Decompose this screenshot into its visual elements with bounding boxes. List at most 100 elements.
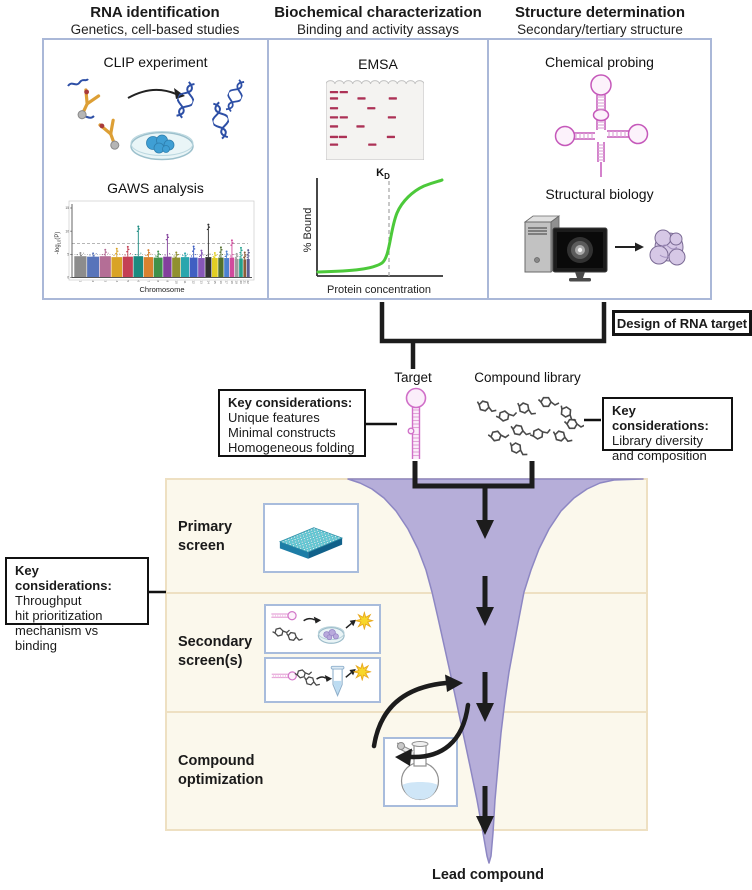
binding-curve xyxy=(316,178,444,277)
antibody-icon xyxy=(97,117,125,154)
emsa-title: EMSA xyxy=(358,56,398,72)
svg-text:16: 16 xyxy=(219,281,223,285)
probing-title: Chemical probing xyxy=(545,54,654,70)
cryoem-monitor-icon xyxy=(552,227,608,282)
svg-text:8: 8 xyxy=(156,281,160,283)
svg-text:15: 15 xyxy=(65,206,69,210)
svg-text:21: 21 xyxy=(243,281,247,285)
tube-assay-icon xyxy=(271,663,371,697)
svg-text:3: 3 xyxy=(103,281,107,283)
clip-illustration xyxy=(67,77,249,161)
target-label: Target xyxy=(394,370,432,385)
column-subtitle: Genetics, cell-based studies xyxy=(70,22,240,37)
key-box-heading: Key considerations: xyxy=(228,395,353,410)
key-considerations-library-box: Key considerations: Library diversity an… xyxy=(602,397,733,463)
svg-text:17: 17 xyxy=(225,281,229,285)
column-header-structure: Structure determination Secondary/tertia… xyxy=(488,4,712,38)
protein-structure-icon xyxy=(649,229,686,266)
svg-text:6: 6 xyxy=(136,281,140,283)
biochem-panel: EMSA KD % Bound Protein concentration xyxy=(267,38,489,300)
compound-library-cluster xyxy=(474,396,584,459)
key-box-line: Unique features xyxy=(228,410,320,425)
binding-ylabel: % Bound xyxy=(302,207,314,253)
clip-title: CLIP experiment xyxy=(103,54,208,70)
rna-hairpin-icon xyxy=(271,671,297,681)
column-title: RNA identification xyxy=(90,4,220,21)
column-subtitle: Secondary/tertiary structure xyxy=(517,22,683,37)
column-header-rna: RNA identification Genetics, cell-based … xyxy=(42,4,268,38)
flask-icon xyxy=(396,741,440,801)
antibody-icon xyxy=(71,87,101,123)
binding-xlabel: Protein concentration xyxy=(327,284,431,296)
gaws-title: GAWS analysis xyxy=(107,180,204,196)
key-box-line: Library diversity xyxy=(612,433,704,448)
key-considerations-screening-box: Key considerations: Throughput hit prior… xyxy=(5,557,149,653)
svg-text:5: 5 xyxy=(67,253,69,257)
key-box-line: Homogeneous folding xyxy=(228,440,355,455)
compound-library-label: Compound library xyxy=(474,370,581,385)
column-subtitle: Binding and activity assays xyxy=(296,22,460,37)
sigmoid-curve xyxy=(316,178,444,274)
svg-text:9: 9 xyxy=(165,281,169,283)
structure-panel: Chemical probing Struct xyxy=(487,38,712,300)
svg-text:14: 14 xyxy=(206,281,210,285)
svg-text:22: 22 xyxy=(246,281,250,285)
svg-text:2: 2 xyxy=(91,281,95,283)
key-box-heading: Key considerations: xyxy=(612,403,709,433)
rna-helix-icon xyxy=(171,79,200,121)
arrow xyxy=(127,88,177,99)
svg-text:1: 1 xyxy=(78,281,82,283)
svg-text:13: 13 xyxy=(199,281,203,285)
svg-text:19: 19 xyxy=(235,281,239,285)
petri-dish-icon xyxy=(130,131,194,161)
panel-to-target-bracket xyxy=(379,302,607,369)
target-hairpin xyxy=(405,387,427,459)
arrowhead xyxy=(174,88,185,99)
primary-screen-label: Primary screen xyxy=(178,519,233,554)
arrowhead xyxy=(635,242,644,252)
key-box-line: hit prioritization xyxy=(15,608,103,623)
svg-text:18: 18 xyxy=(230,281,234,285)
biology-title: Structural biology xyxy=(545,186,654,202)
starburst-icon xyxy=(353,663,371,681)
microplate-icon xyxy=(278,527,344,559)
key-box-line: Minimal constructs xyxy=(228,425,336,440)
rna-secondary-structure xyxy=(554,74,649,177)
svg-text:20: 20 xyxy=(239,281,243,285)
starburst-icon xyxy=(355,611,374,630)
svg-text:4: 4 xyxy=(115,281,119,283)
column-title: Structure determination xyxy=(514,4,686,21)
svg-text:10: 10 xyxy=(174,281,178,285)
rna-hairpin-icon xyxy=(270,610,297,621)
design-box-label: Design of RNA target xyxy=(616,315,748,331)
rna-strand-icon xyxy=(67,78,89,87)
svg-text:15: 15 xyxy=(213,281,217,285)
flask-box xyxy=(383,737,458,807)
secondary-assay-box-2 xyxy=(264,657,381,703)
design-of-rna-target-box: Design of RNA target xyxy=(612,310,752,336)
lead-compound-label: Lead compound xyxy=(432,867,544,883)
key-box-line: Throughput xyxy=(15,593,82,608)
microplate-box xyxy=(263,503,359,573)
petri-dish-icon xyxy=(317,626,345,644)
compound-optimization-label: Compound optimization xyxy=(178,753,264,788)
key-box-line: mechanism vs binding xyxy=(15,623,99,653)
svg-text:5: 5 xyxy=(126,281,130,283)
structural-biology-illustration xyxy=(523,215,686,282)
cell-assay-icon xyxy=(270,610,374,644)
key-considerations-target-box: Key considerations: Unique features Mini… xyxy=(218,389,366,457)
svg-text:12: 12 xyxy=(192,281,196,285)
key-box-line: and composition xyxy=(612,448,707,463)
secondary-assay-box-1 xyxy=(264,604,381,654)
svg-text:0: 0 xyxy=(67,276,69,280)
svg-text:7: 7 xyxy=(146,281,150,283)
svg-text:11: 11 xyxy=(183,281,187,284)
svg-text:10: 10 xyxy=(65,229,69,233)
key-box-heading: Key considerations: xyxy=(15,563,112,593)
rna-helix-icon xyxy=(221,77,249,115)
test-tube-icon xyxy=(330,665,345,697)
column-header-biochem: Biochemical characterization Binding and… xyxy=(268,4,488,38)
